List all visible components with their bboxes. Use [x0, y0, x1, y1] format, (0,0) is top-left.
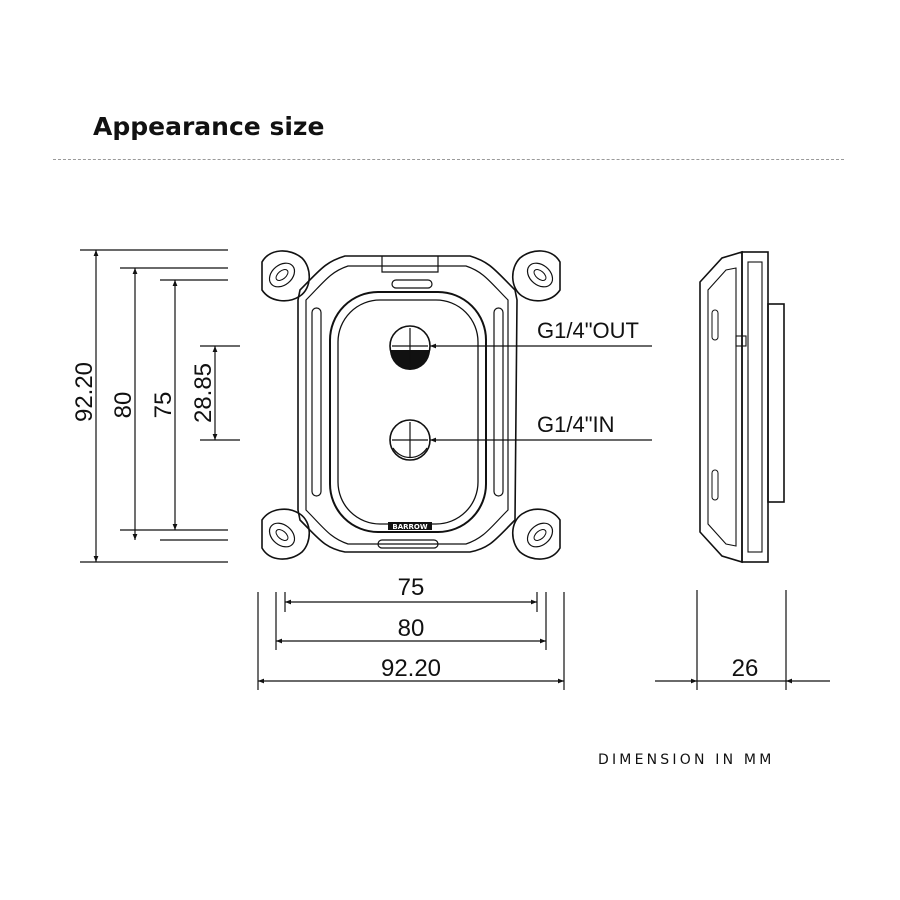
corner-ear-bottom-left — [261, 508, 311, 560]
dim-width-total: 92.20 — [381, 655, 441, 682]
outlet-label: G1/4"OUT — [537, 318, 639, 343]
page-title: Appearance size — [93, 112, 325, 141]
corner-ear-bottom-right — [511, 508, 561, 560]
units-note: DIMENSION IN MM — [598, 752, 775, 768]
side-view — [699, 250, 785, 564]
dim-height-75: 75 — [150, 392, 177, 419]
corner-ear-top-left — [261, 250, 311, 302]
inlet-port — [389, 419, 431, 461]
front-view: BARROW — [261, 250, 561, 560]
dim-port-spacing: 28.85 — [190, 363, 217, 423]
vertical-dimensions — [80, 249, 240, 563]
thickness-dimension — [655, 590, 830, 690]
dim-width-75: 75 — [398, 574, 425, 601]
outlet-port — [389, 325, 431, 370]
port-leaders — [430, 343, 652, 443]
title-divider — [53, 159, 844, 160]
dim-height-80: 80 — [110, 392, 137, 419]
corner-ear-top-right — [511, 250, 561, 302]
mounting-bracket — [297, 255, 518, 553]
dim-width-80: 80 — [398, 615, 425, 642]
inlet-label: G1/4"IN — [537, 412, 615, 437]
dim-thickness: 26 — [732, 655, 759, 682]
horizontal-dimensions — [257, 592, 565, 690]
brand-logo: BARROW — [392, 523, 427, 531]
dim-height-total: 92.20 — [71, 362, 98, 422]
